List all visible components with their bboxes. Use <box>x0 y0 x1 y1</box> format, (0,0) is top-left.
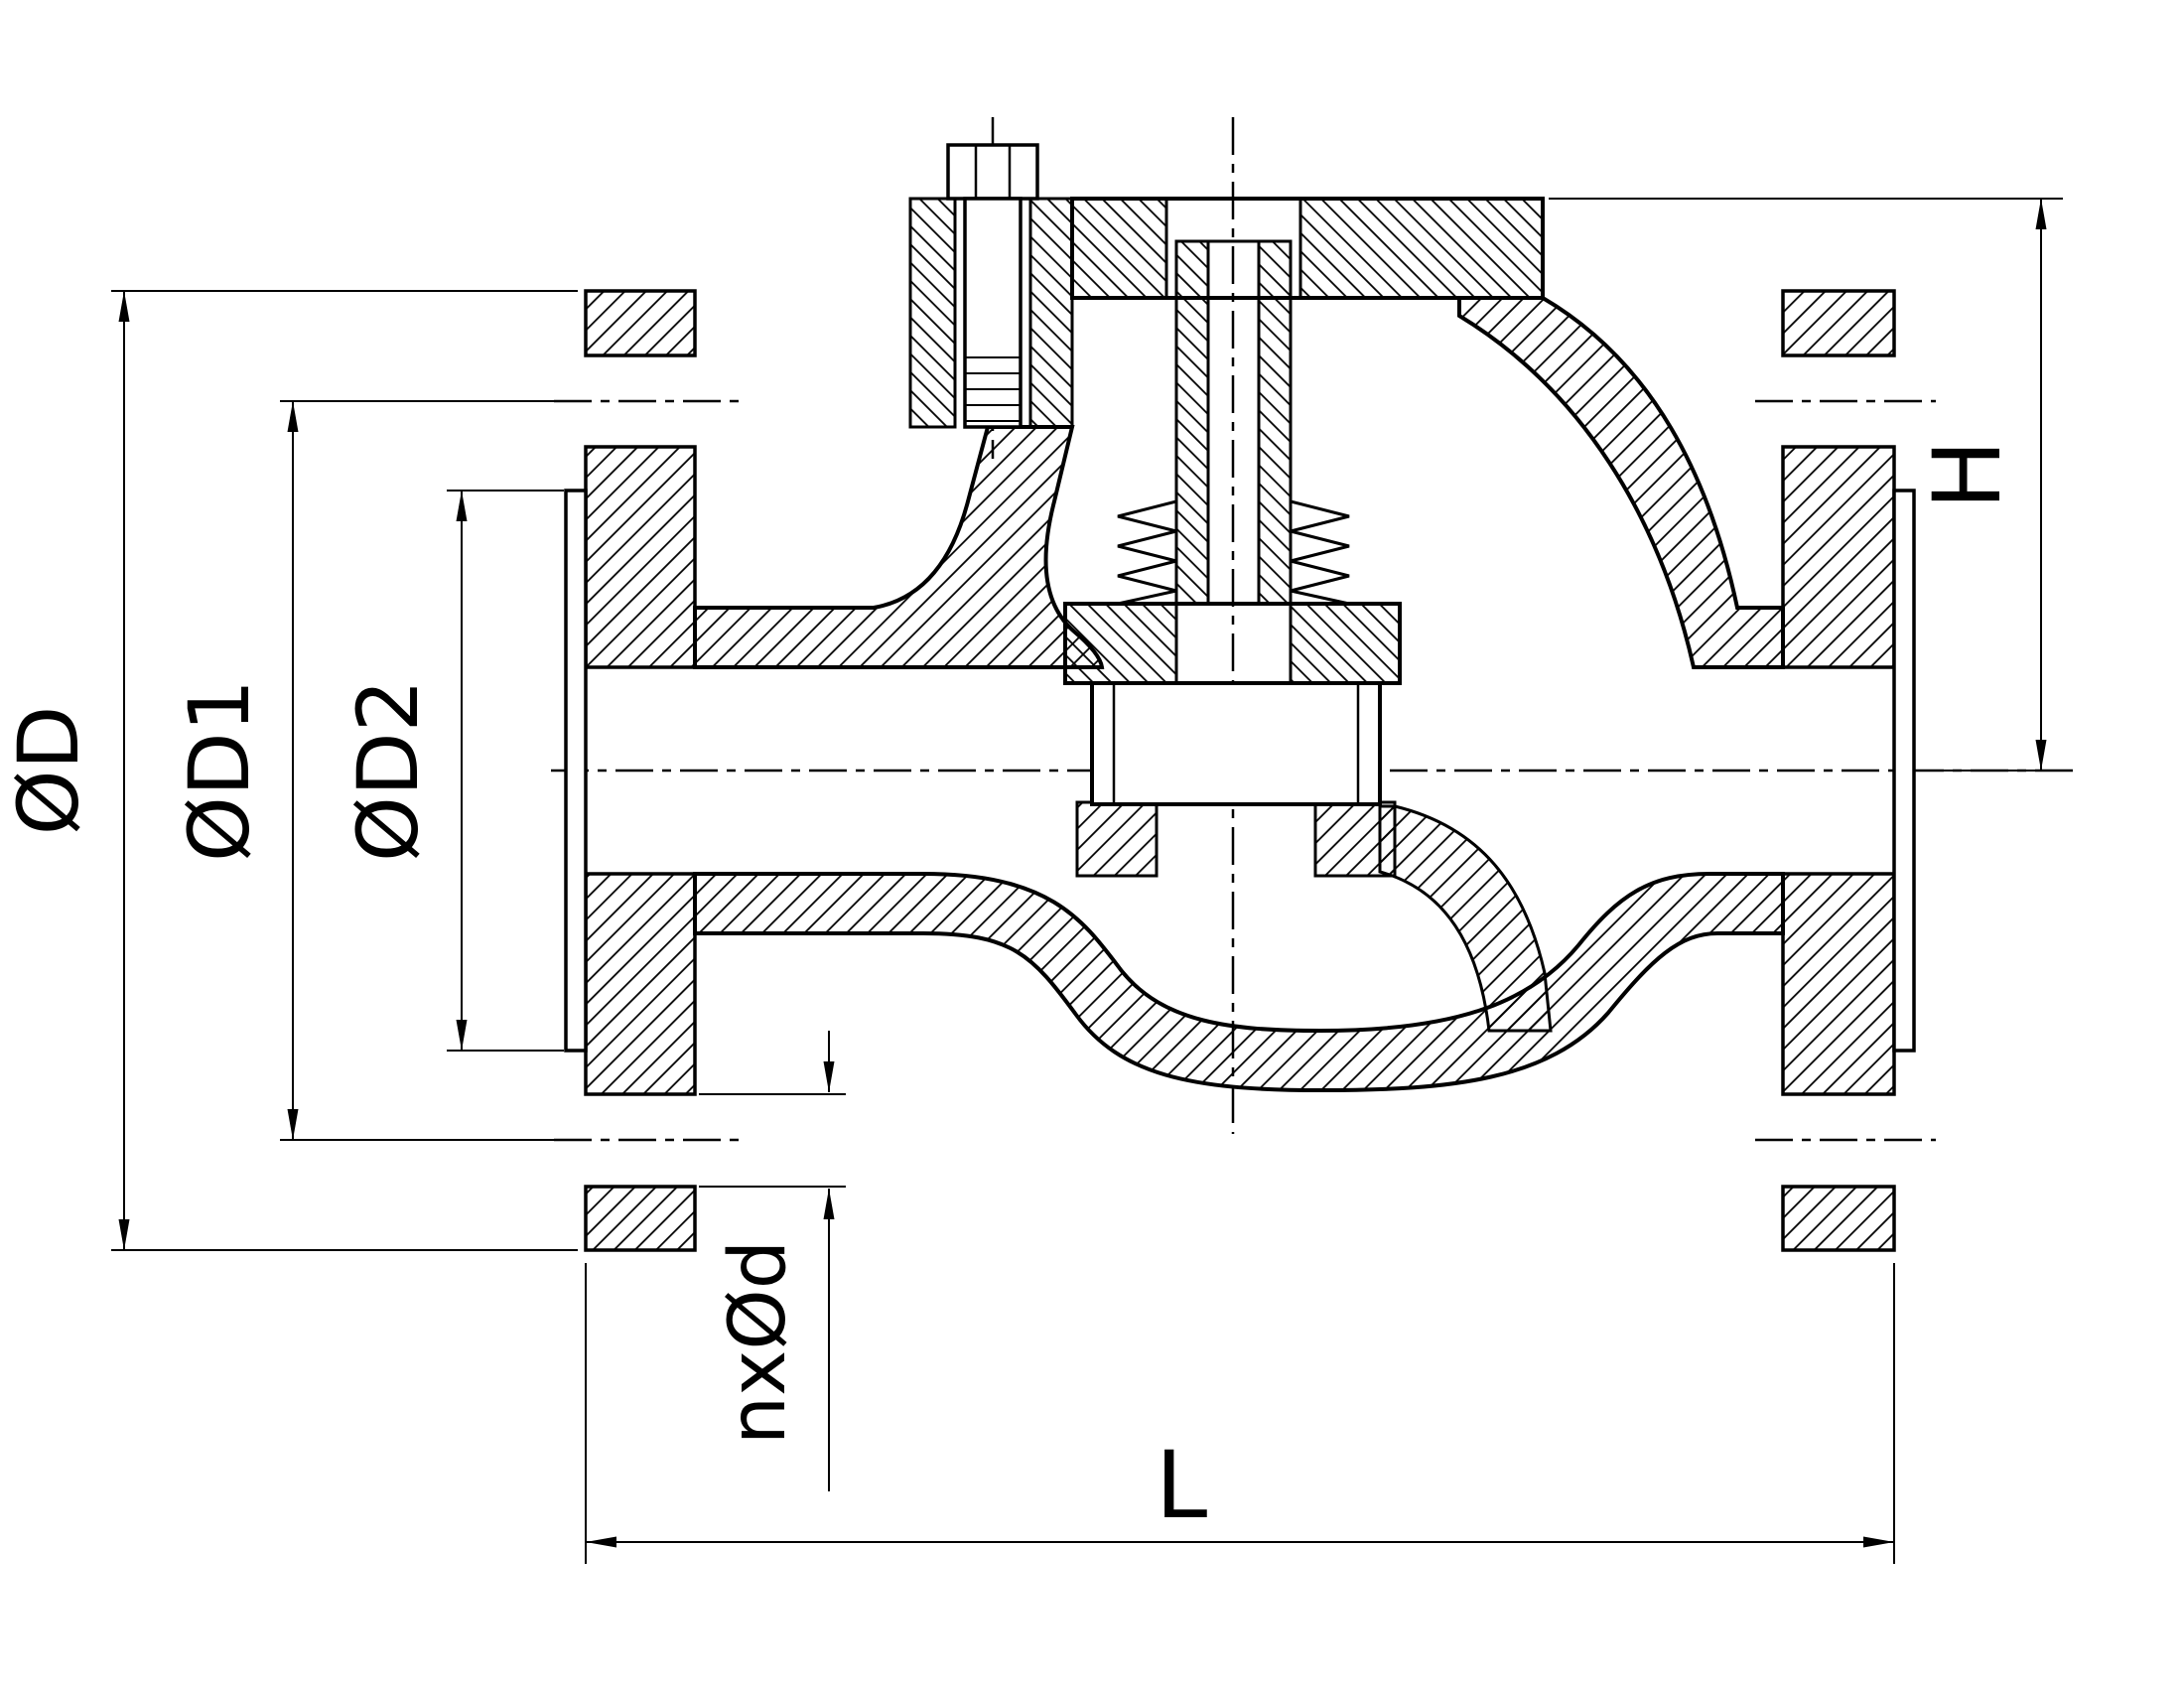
body-lower-bowl-wall <box>693 872 1785 1093</box>
left-flange-hatch-bottom <box>584 1185 697 1252</box>
dim-label-d2: ØD2 <box>340 679 437 862</box>
dimension-h <box>1549 198 2063 772</box>
bonnet-cover-section <box>908 197 1545 429</box>
dimension-d1 <box>280 400 556 1141</box>
bolt-thread-lines <box>965 356 1021 422</box>
left-flange-section <box>564 289 697 1252</box>
dim-label-d1: ØD1 <box>171 679 268 862</box>
dimension-l <box>585 1263 1895 1564</box>
right-flange-raised-face <box>1892 489 1916 1053</box>
right-flange-hatch-top <box>1781 289 1896 357</box>
right-flange-hatch-upper <box>1781 445 1896 669</box>
disc-guide-plate-right <box>1289 602 1402 685</box>
dim-label-nd: nxØd <box>714 1240 803 1446</box>
cover-bolt <box>946 143 1039 429</box>
left-flange-hatch-lower <box>584 872 697 1096</box>
seat-ring-left <box>1075 800 1159 878</box>
cover-bolt-lug-right <box>1028 197 1074 429</box>
cover-plate-right <box>1298 197 1545 300</box>
dimension-d <box>111 290 578 1251</box>
left-flange-hatch-top <box>584 289 697 357</box>
right-flange-section <box>1781 289 1916 1252</box>
spring-coil-right <box>1290 499 1350 606</box>
disc-spring <box>1117 499 1350 606</box>
right-flange-hatch-bottom <box>1781 1185 1896 1252</box>
valve-body-section <box>693 296 1785 1093</box>
right-flange-hatch-lower <box>1781 872 1896 1096</box>
stem-guide-wall-left <box>1174 239 1210 606</box>
body-upper-left-wall <box>693 425 1105 669</box>
body-upper-right-wall <box>1457 296 1785 669</box>
valve-disc <box>1063 602 1402 806</box>
bolt-shank <box>963 197 1023 429</box>
stem-guide <box>1174 239 1293 606</box>
disc-guide-plate-left <box>1063 602 1178 685</box>
disc-body <box>1090 681 1382 806</box>
dimension-d2 <box>447 490 564 1052</box>
left-flange-hatch-upper <box>584 445 697 669</box>
cover-plate-outline <box>1070 197 1545 300</box>
cover-bolt-lug-left <box>908 197 957 429</box>
seat-partition-wall <box>1378 804 1553 1033</box>
dim-label-d: ØD <box>0 706 97 836</box>
dimension-nd <box>699 1031 846 1491</box>
stem-guide-wall-right <box>1257 239 1293 606</box>
left-flange-raised-face <box>564 489 588 1053</box>
dim-label-l: L <box>1156 1432 1207 1540</box>
spring-coil-left <box>1117 499 1177 606</box>
cover-plate-left <box>1070 197 1168 300</box>
bolt-head <box>946 143 1039 201</box>
dim-label-h: H <box>1914 440 2022 510</box>
